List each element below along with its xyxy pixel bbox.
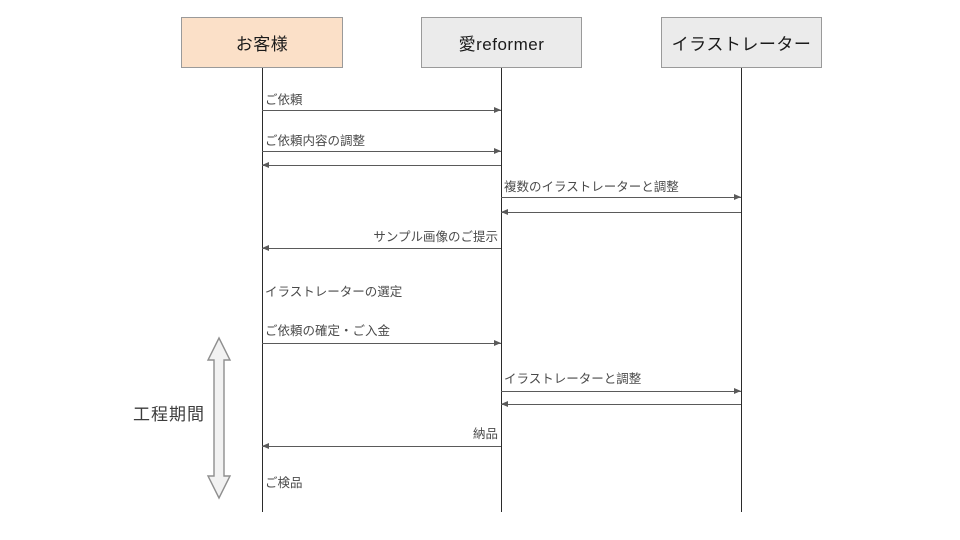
arrow-head-right-request-adjust	[494, 147, 501, 154]
actor-box-customer[interactable]: お客様	[181, 17, 343, 68]
process-period-double-arrow-icon	[206, 336, 232, 500]
message-label-request: ご依頼	[265, 93, 303, 107]
message-line-request	[262, 110, 501, 111]
message-label-illustrator-adjust: イラストレーターと調整	[504, 372, 642, 386]
message-label-sample-image: サンプル画像のご提示	[373, 230, 498, 244]
arrow-head-left-illustrator-adjust-reply	[501, 400, 508, 407]
message-label-multi-illustrator-adjust: 複数のイラストレーターと調整	[504, 180, 679, 194]
message-line-illustrator-adjust-reply	[501, 404, 741, 405]
arrow-head-left-delivery	[262, 442, 269, 449]
message-label-request-adjust: ご依頼内容の調整	[265, 134, 366, 148]
actor-box-reformer[interactable]: 愛reformer	[421, 17, 582, 68]
message-line-sample-image	[262, 248, 501, 249]
arrow-head-right-request	[494, 106, 501, 113]
message-label-delivery: 納品	[472, 427, 498, 441]
arrow-head-right-illustrator-adjust	[734, 387, 741, 394]
arrow-head-right-confirm-payment	[494, 339, 501, 346]
message-line-multi-illustrator-reply	[501, 212, 741, 213]
arrow-head-left-request-adjust-reply	[262, 161, 269, 168]
message-line-multi-illustrator-adjust	[501, 197, 741, 198]
message-line-illustrator-adjust	[501, 391, 741, 392]
message-label-inspection: ご検品	[265, 476, 303, 490]
message-line-request-adjust	[262, 151, 501, 152]
actor-label-reformer: 愛reformer	[458, 35, 545, 54]
message-line-delivery	[262, 446, 501, 447]
arrow-head-left-sample-image	[262, 244, 269, 251]
lifeline-customer	[262, 68, 263, 512]
actor-box-illustrator[interactable]: イラストレーター	[661, 17, 822, 68]
lifeline-illustrator	[741, 68, 742, 512]
message-label-confirm-payment: ご依頼の確定・ご入金	[265, 324, 391, 338]
actor-label-customer: お客様	[235, 35, 289, 54]
message-line-request-adjust-reply	[262, 165, 501, 166]
process-period-label: 工程期間	[133, 405, 205, 424]
message-label-select-illustrator: イラストレーターの選定	[265, 285, 403, 299]
lifeline-reformer	[501, 68, 502, 512]
arrow-head-left-multi-illustrator-reply	[501, 208, 508, 215]
arrow-head-right-multi-illustrator-adjust	[734, 193, 741, 200]
message-line-confirm-payment	[262, 343, 501, 344]
actor-label-illustrator: イラストレーター	[671, 35, 812, 54]
